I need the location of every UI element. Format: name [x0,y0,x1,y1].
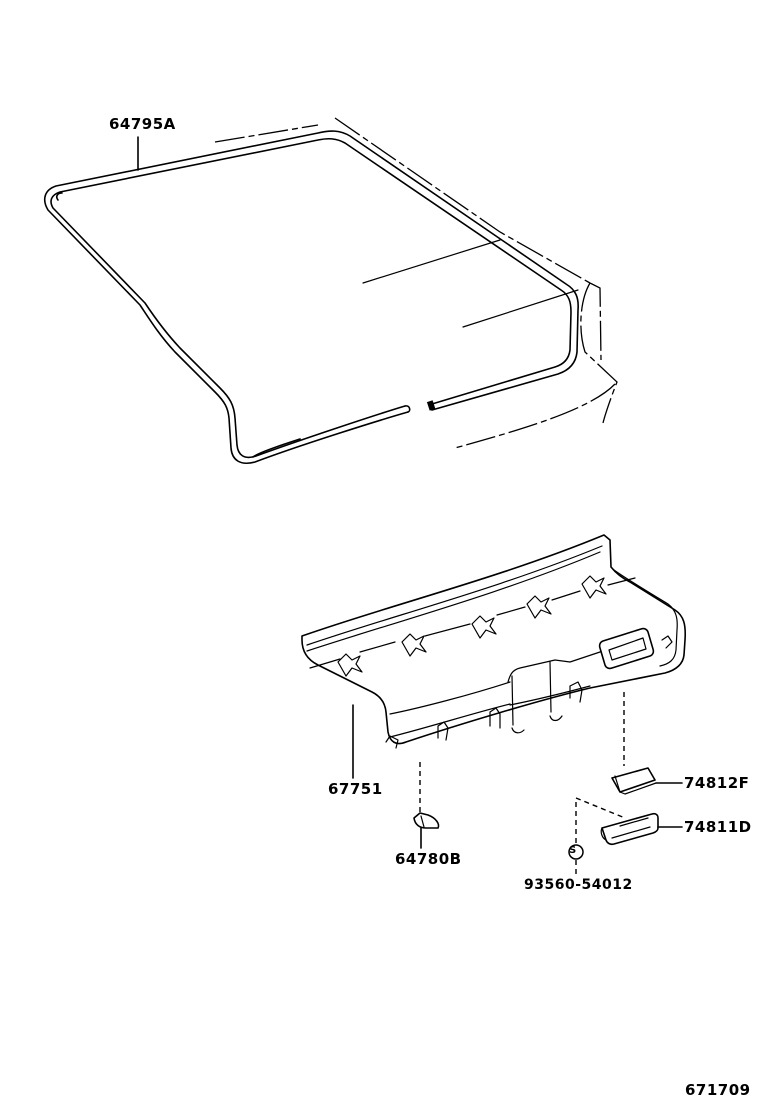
retainer-clips [337,575,607,677]
weatherstrip-64795a[interactable] [43,130,579,464]
part-label-93560-54012[interactable]: 93560-54012 [524,877,633,893]
part-label-67751[interactable]: 67751 [328,780,383,798]
screw-symbol-s: S [569,845,577,856]
handle-cover-74812f[interactable] [611,692,683,795]
part-label-74811d[interactable]: 74811D [684,818,752,836]
figure-number: 671709 [685,1081,751,1099]
clip-64780b[interactable] [413,762,440,849]
pull-handle-74811d[interactable] [575,796,683,852]
part-label-64780b[interactable]: 64780B [395,850,462,868]
back-door-phantom-outline [214,117,618,449]
trim-panel-67751[interactable] [301,534,687,779]
part-label-74812f[interactable]: 74812F [684,774,750,792]
part-label-64795a[interactable]: 64795A [109,115,176,133]
screw-93560-54012[interactable] [568,844,584,876]
